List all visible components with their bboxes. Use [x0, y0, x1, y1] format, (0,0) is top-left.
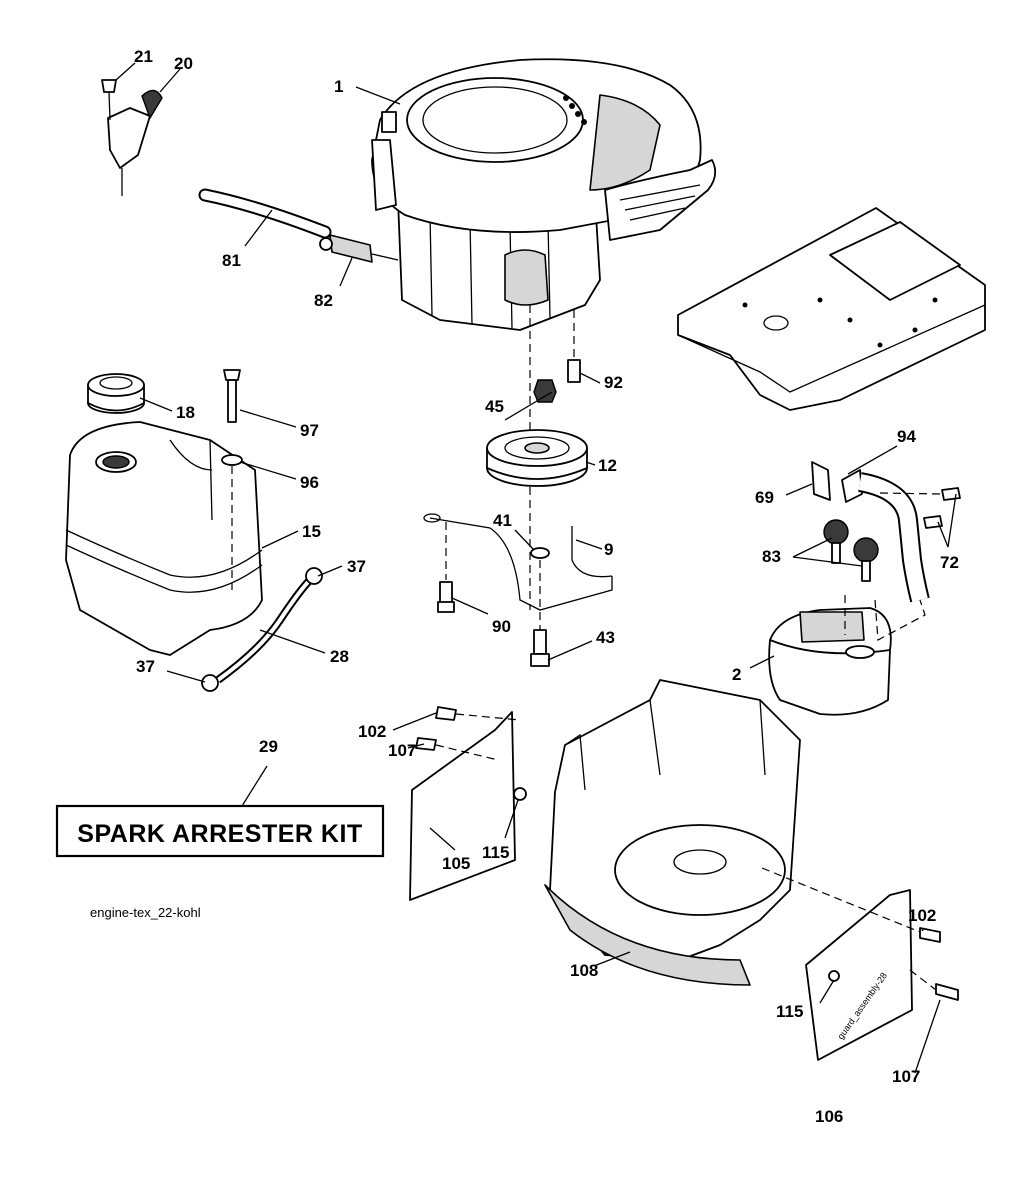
- callout-leaders: [115, 62, 957, 1074]
- callout-83: 83: [762, 547, 781, 566]
- callout-45: 45: [485, 397, 504, 416]
- chassis-plate-drawing: [677, 207, 986, 411]
- callout-108: 108: [570, 961, 598, 980]
- callout-43: 43: [596, 628, 615, 647]
- brace-drawing: [423, 513, 613, 667]
- callout-21: 21: [134, 47, 153, 66]
- callout-2: 2: [732, 665, 741, 684]
- blade-shroud-drawing: [544, 679, 801, 986]
- callout-96: 96: [300, 473, 319, 492]
- fuel-tank-drawing: [65, 421, 263, 656]
- callout-105: 105: [442, 854, 470, 873]
- muffler-drawing: [768, 519, 926, 716]
- pulley-drawing: [486, 305, 588, 610]
- callout-28: 28: [330, 647, 349, 666]
- callout-37-bottom: 37: [136, 657, 155, 676]
- callout-1: 1: [334, 77, 343, 96]
- callout-115-left: 115: [482, 843, 509, 862]
- diagram-id-caption: engine-tex_22-kohl: [90, 905, 201, 920]
- callout-90: 90: [492, 617, 511, 636]
- fuel-hose-drawing: [198, 188, 399, 263]
- spark-arrester-kit-box: SPARK ARRESTER KIT: [55, 765, 385, 858]
- callout-37-top: 37: [347, 557, 366, 576]
- callout-82: 82: [314, 291, 333, 310]
- callout-15: 15: [302, 522, 321, 541]
- callout-102-left: 102: [358, 722, 386, 741]
- guard-left-drawing: [409, 706, 527, 901]
- callout-20: 20: [174, 54, 193, 73]
- throttle-control-drawing: [101, 79, 163, 196]
- callout-69: 69: [755, 488, 774, 507]
- callout-94: 94: [897, 427, 916, 446]
- callout-102-right: 102: [908, 906, 936, 925]
- screw-washer-drawing: [221, 369, 243, 590]
- callout-107-left: 107: [388, 741, 416, 760]
- callout-72: 72: [940, 553, 959, 572]
- callout-107-right: 107: [892, 1067, 920, 1086]
- callout-92: 92: [604, 373, 623, 392]
- callout-106: 106: [815, 1107, 843, 1126]
- fuel-line-drawing: [201, 567, 323, 692]
- callout-97: 97: [300, 421, 319, 440]
- fuel-cap-drawing: [87, 373, 145, 414]
- callout-115-right: 115: [776, 1002, 803, 1021]
- engine-drawing: [371, 58, 717, 331]
- callout-18: 18: [176, 403, 195, 422]
- callout-labels: 1 21 20 81 82 18 97 96 15 37 28 37 92 45…: [134, 47, 959, 1126]
- callout-12: 12: [598, 456, 617, 475]
- guard-right-drawing: guard_assembly-28: [761, 867, 959, 1061]
- exhaust-pipe-drawing: [811, 461, 961, 603]
- callout-29: 29: [259, 737, 278, 756]
- callout-41: 41: [493, 511, 512, 530]
- callout-81: 81: [222, 251, 241, 270]
- callout-9: 9: [604, 540, 613, 559]
- kit-label: SPARK ARRESTER KIT: [77, 820, 362, 848]
